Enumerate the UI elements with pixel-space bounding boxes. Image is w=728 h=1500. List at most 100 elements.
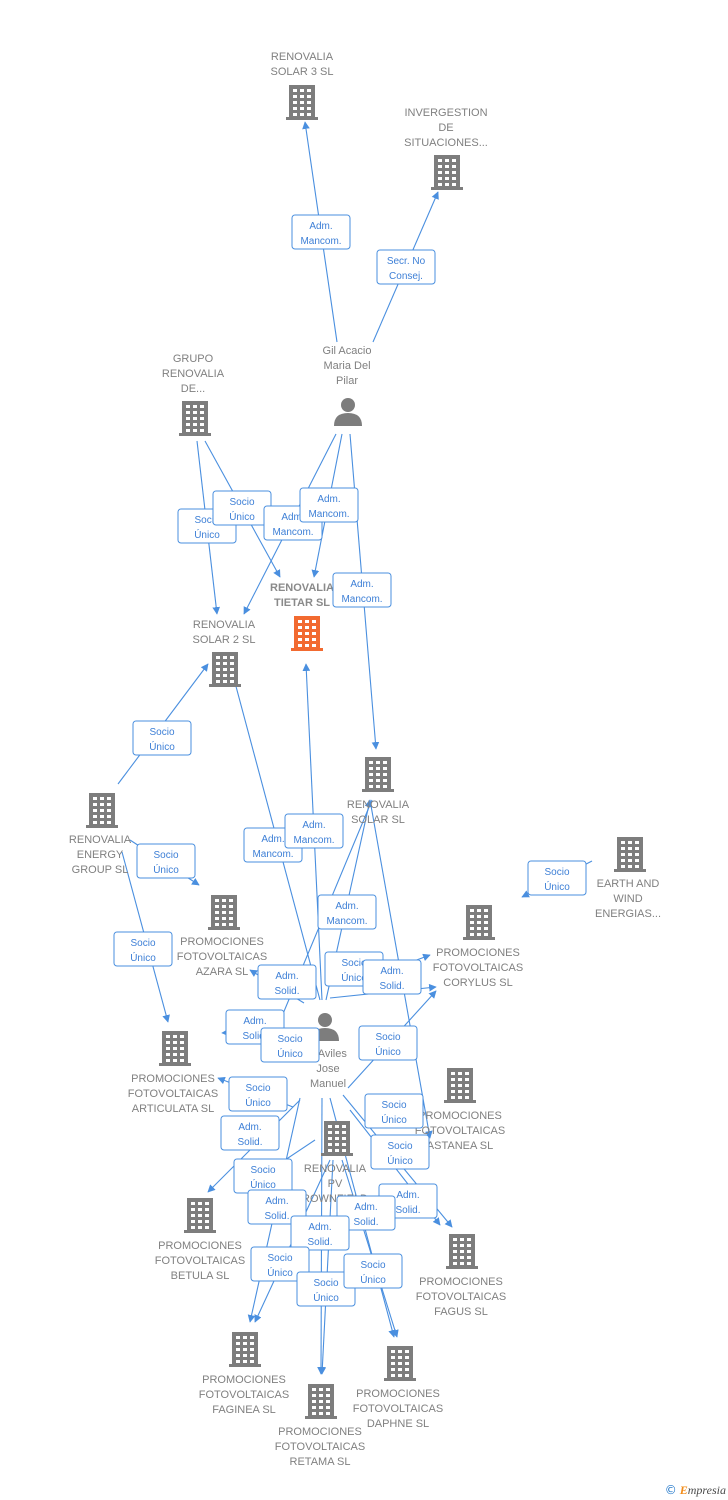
- relationship-label-text: Mancom.: [300, 236, 341, 247]
- node-invergestion[interactable]: INVERGESTIONDESITUACIONES...: [404, 107, 488, 190]
- node-label: EARTH AND: [597, 878, 660, 890]
- node-label: RENOVALIA: [193, 619, 256, 631]
- relationship-label-box: [362, 959, 422, 995]
- relationship-label[interactable]: Adm.Solid.: [336, 1195, 396, 1231]
- relationship-label-layer: Adm.Mancom.Secr. NoConsej.SocioÚnicoSoci…: [113, 214, 587, 1307]
- node-label: Manuel: [310, 1078, 346, 1090]
- relationship-label-text: Mancom.: [308, 509, 349, 520]
- node-label: PROMOCIONES: [418, 1110, 502, 1122]
- relationship-label-text: Adm.: [354, 1202, 377, 1213]
- relationship-label-box: [364, 1093, 424, 1129]
- relationship-label-text: Adm.: [261, 834, 284, 845]
- node-label: PROMOCIONES: [131, 1073, 215, 1085]
- building-icon: [159, 1031, 191, 1066]
- relationship-label[interactable]: Adm.Solid.: [290, 1215, 350, 1251]
- node-label: RENOVALIA: [69, 834, 132, 846]
- relationship-label-text: Solid.: [379, 981, 404, 992]
- relationship-label[interactable]: Adm.Mancom.: [332, 572, 392, 608]
- brand-initial: E: [679, 1483, 688, 1497]
- relationship-label[interactable]: Adm.Mancom.: [284, 813, 344, 849]
- building-icon: [362, 757, 394, 792]
- relationship-label-box: [284, 813, 344, 849]
- relationship-label-text: Mancom.: [272, 527, 313, 538]
- node-label: DE...: [181, 383, 205, 395]
- node-earth[interactable]: EARTH ANDWINDENERGIAS...: [595, 837, 661, 920]
- relationship-label-box: [220, 1115, 280, 1151]
- relationship-label-box: [132, 720, 192, 756]
- relationship-label[interactable]: Adm.Solid.: [247, 1189, 307, 1225]
- node-label: ARTICULATA SL: [132, 1103, 215, 1115]
- relationship-label-box: [317, 894, 377, 930]
- relationship-label-text: Único: [360, 1273, 386, 1286]
- relationship-label-text: Adm.: [281, 512, 304, 523]
- relationship-label-box: [343, 1253, 403, 1289]
- relationship-label-text: Socio: [387, 1141, 412, 1152]
- relationship-label-text: Socio: [153, 850, 178, 861]
- relationship-label-text: Solid.: [264, 1211, 289, 1222]
- node-label: AZARA SL: [196, 966, 249, 978]
- relationship-label-text: Único: [130, 951, 156, 964]
- building-icon: [384, 1346, 416, 1381]
- relationship-label-text: Único: [341, 971, 367, 984]
- relationship-label-box: [291, 214, 351, 250]
- relationship-label-text: Único: [250, 1178, 276, 1191]
- relationship-label-box: [332, 572, 392, 608]
- relationship-label[interactable]: Adm.Mancom.: [299, 487, 359, 523]
- relationship-label-text: Consej.: [389, 271, 423, 282]
- relationship-label-box: [370, 1134, 430, 1170]
- relationship-label-box: [247, 1189, 307, 1225]
- relationship-label-box: [228, 1076, 288, 1112]
- node-grupo[interactable]: GRUPORENOVALIADE...: [162, 353, 225, 436]
- relationship-label[interactable]: Adm.Mancom.: [291, 214, 351, 250]
- relationship-label-box: [113, 931, 173, 967]
- building-icon: [291, 616, 323, 651]
- empresia-footer[interactable]: © Empresia: [665, 1483, 726, 1498]
- relationship-label-text: Adm.: [350, 579, 373, 590]
- relationship-label-text: Adm.: [238, 1122, 261, 1133]
- relationship-label-box: [136, 843, 196, 879]
- node-label: TIETAR SL: [274, 597, 330, 609]
- relationship-label[interactable]: Adm.Solid.: [362, 959, 422, 995]
- relationship-label[interactable]: Adm.Mancom.: [317, 894, 377, 930]
- node-label: SOLAR 3 SL: [271, 66, 334, 78]
- relationship-label[interactable]: Adm.Solid.: [257, 964, 317, 1000]
- node-label: ENERGIAS...: [595, 908, 661, 920]
- relationship-label[interactable]: Adm.Solid.: [220, 1115, 280, 1151]
- node-label: Pilar: [336, 375, 358, 387]
- node-label: INVERGESTION: [404, 107, 487, 119]
- relationship-label-box: [250, 1246, 310, 1282]
- relationship-label-text: Adm.: [396, 1190, 419, 1201]
- building-icon: [321, 1121, 353, 1156]
